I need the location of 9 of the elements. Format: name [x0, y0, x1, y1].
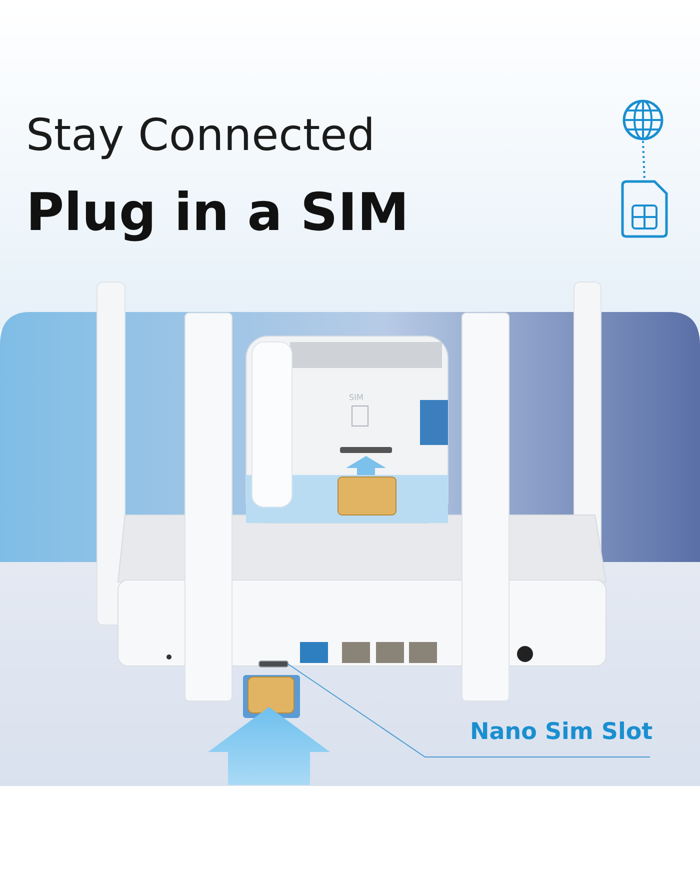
sim-card-icon: [621, 180, 668, 238]
callout-label: Nano Sim Slot: [470, 714, 650, 757]
sim-slot: [258, 660, 288, 668]
subheading: Stay Connected: [26, 110, 376, 161]
leader-line: [288, 664, 650, 758]
dotted-connector: [642, 140, 646, 180]
globe-icon: [622, 100, 664, 140]
heading: Plug in a SIM: [26, 183, 409, 243]
port-label: SIM: [349, 393, 364, 402]
